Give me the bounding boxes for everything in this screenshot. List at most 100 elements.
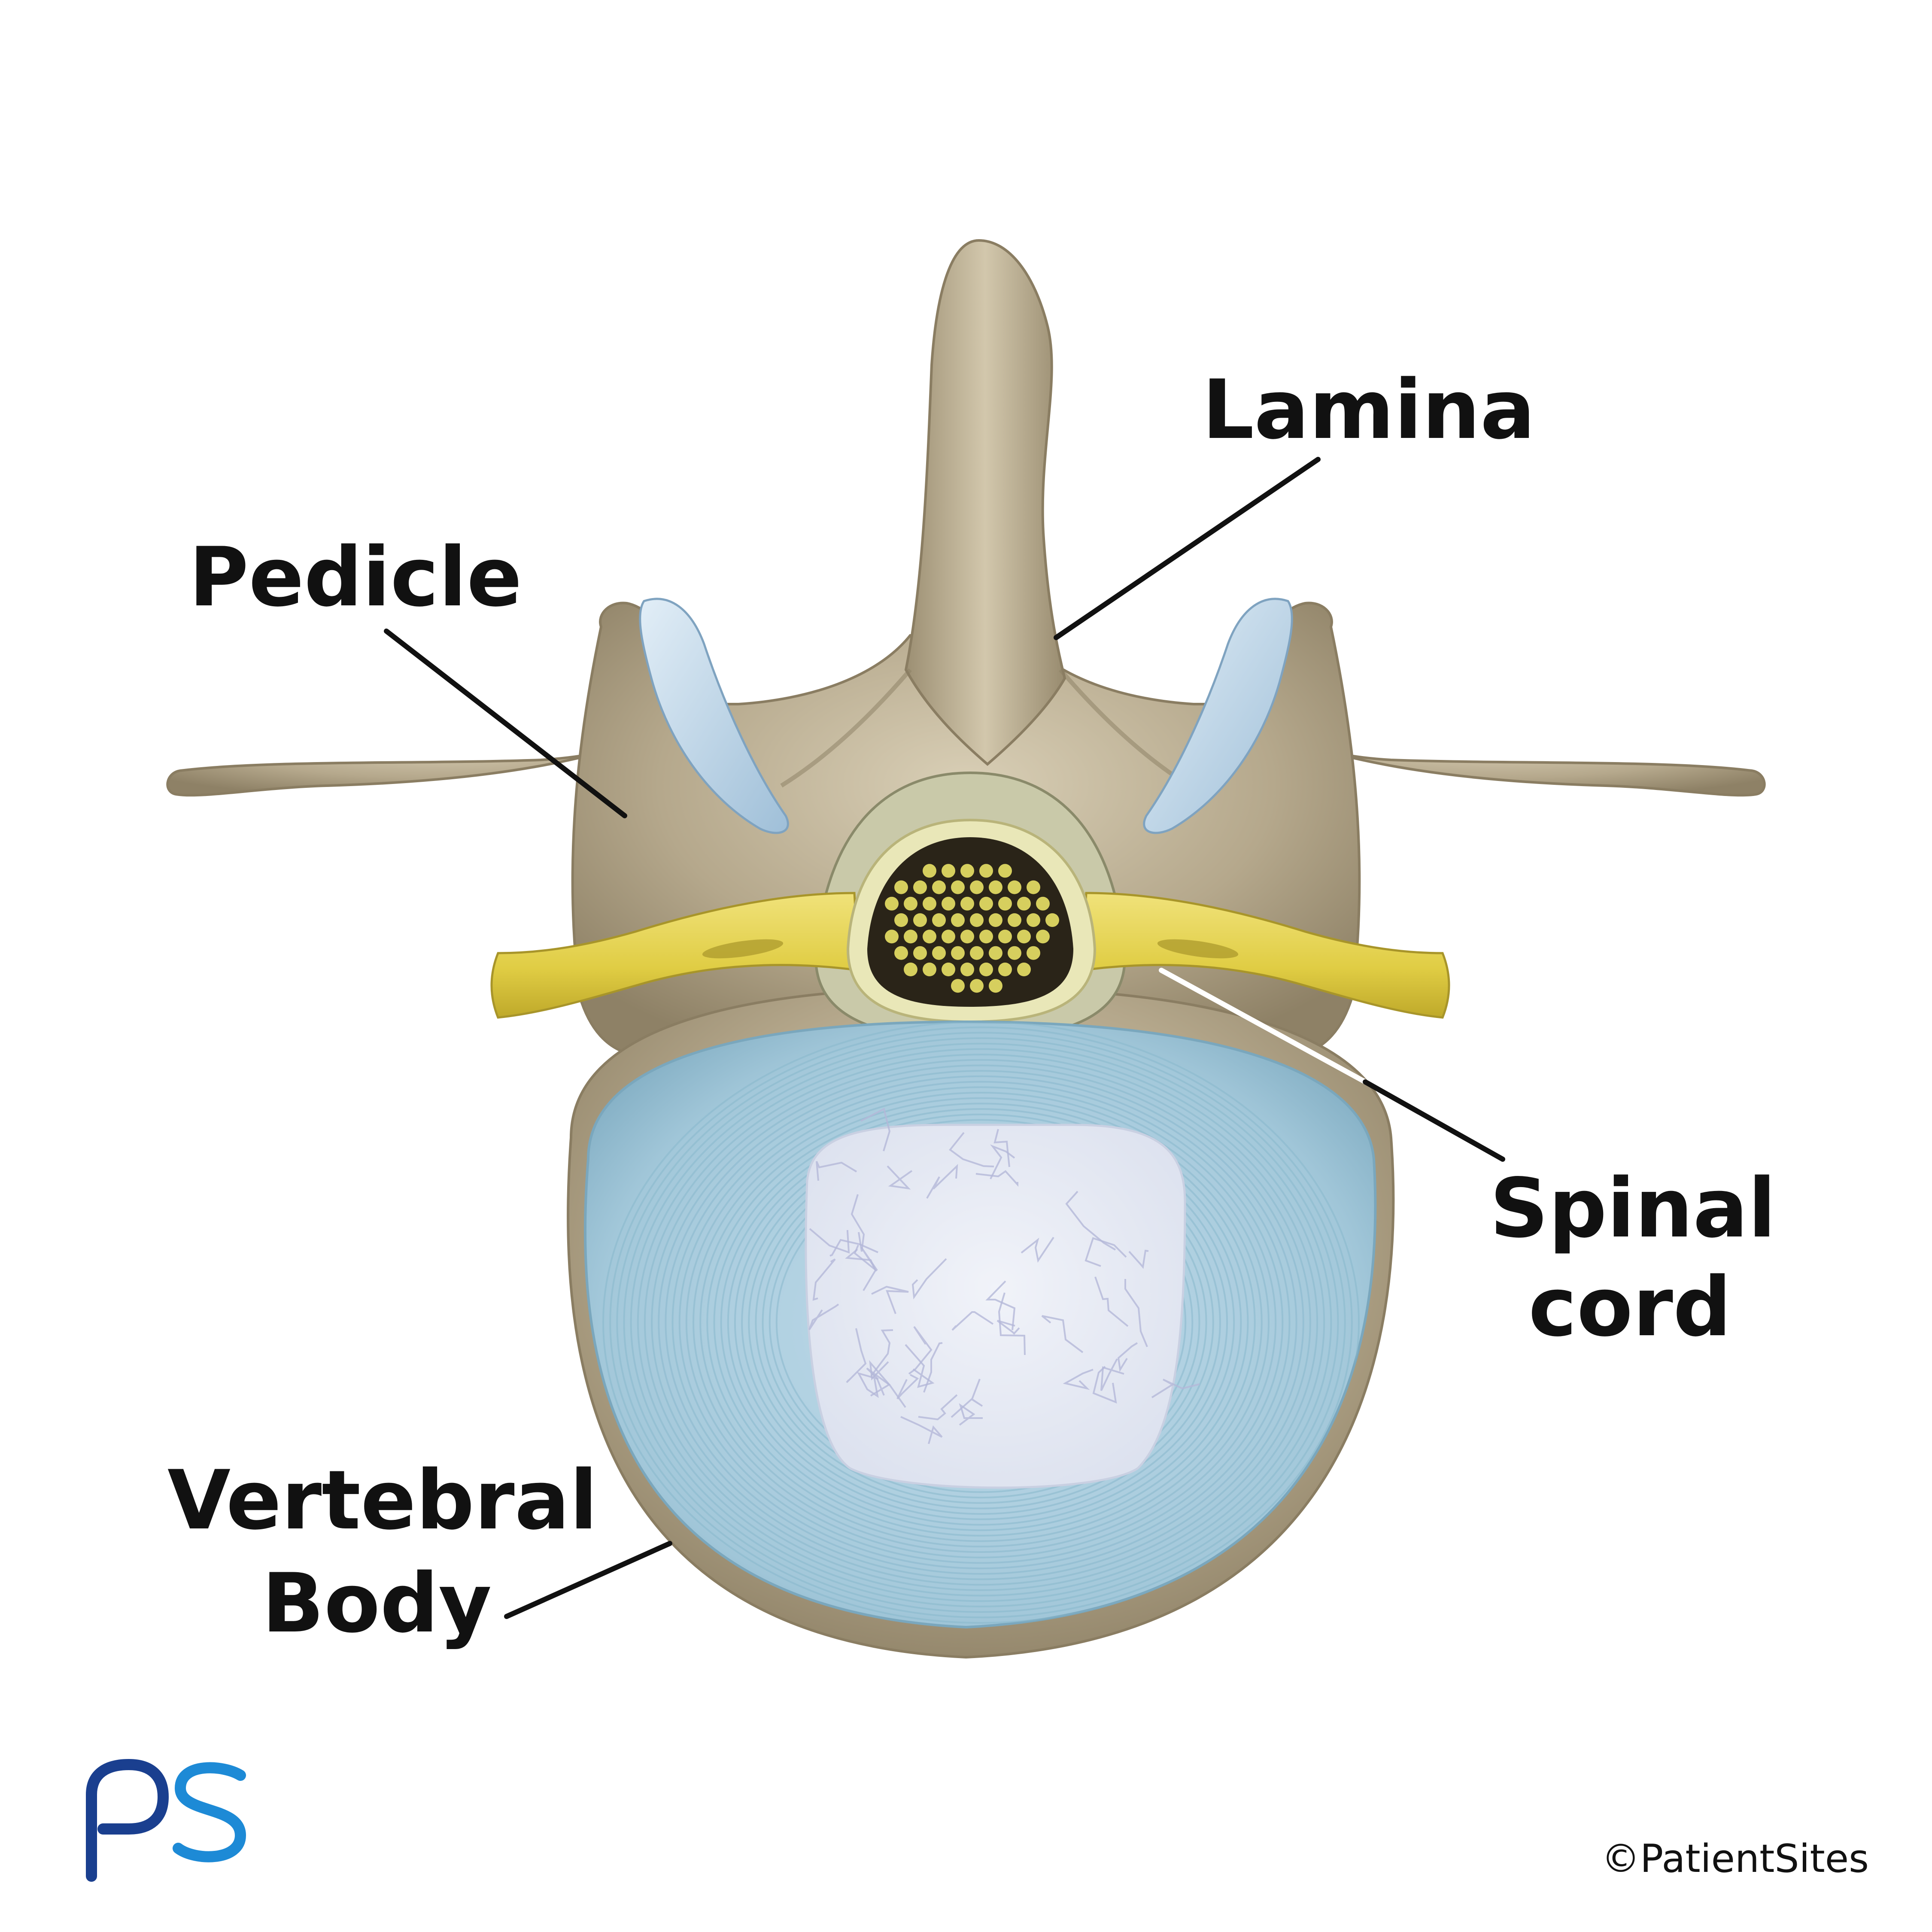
annulus-ring: [720, 1113, 1242, 1531]
nucleus-crack: [1094, 1276, 1129, 1327]
nucleus-crack: [951, 1311, 994, 1331]
nerve-fiber-dot: [885, 896, 899, 911]
left-facet-cartilage: [639, 598, 789, 834]
nucleus-crack: [949, 1132, 994, 1167]
nerve-fiber-dot: [979, 930, 993, 944]
nerve-fiber-dot: [979, 864, 993, 878]
nucleus-crack: [923, 1342, 943, 1393]
annulus-ring: [678, 1081, 1284, 1564]
nucleus-crack: [1100, 1358, 1124, 1391]
nerve-fiber-dot: [998, 930, 1012, 944]
nerve-fiber-dot: [904, 930, 917, 944]
left-nerve-root: [490, 892, 860, 1019]
nerve-fiber-dot: [979, 896, 993, 911]
nucleus-crack: [857, 1372, 879, 1398]
nerve-fiber-dot: [970, 979, 984, 993]
label-pedicle: Pedicle: [189, 530, 522, 625]
nucleus-crack: [816, 1161, 857, 1181]
nerve-fiber-dot: [894, 946, 908, 960]
lamina-leader-line: [1054, 457, 1321, 640]
nerve-fiber-dot: [1045, 913, 1059, 927]
annulus-ring: [693, 1092, 1270, 1553]
nerve-fiber-dot: [1027, 913, 1040, 927]
nucleus-crack: [951, 1379, 983, 1418]
nerve-fiber-dot: [960, 864, 974, 878]
intervertebral-disc: [583, 1020, 1377, 1629]
nucleus-crack: [926, 1163, 958, 1199]
nucleus-crack: [959, 1403, 983, 1426]
nerve-fiber-dot: [1027, 880, 1040, 894]
annulus-ring: [609, 1026, 1353, 1619]
nerve-fiber-dot: [904, 896, 917, 911]
copyright-notice: ©PatientSites: [1601, 1836, 1869, 1881]
nucleus-crack: [975, 1170, 1018, 1187]
nucleus-crack: [908, 1326, 933, 1375]
nucleus-crack: [845, 1249, 877, 1291]
nerve-fiber-dot: [942, 930, 955, 944]
nucleus-pulposus: [805, 1124, 1186, 1489]
nerve-fiber-dot: [932, 880, 946, 894]
nerve-fiber-dot: [913, 913, 927, 927]
label-vertebral-body-line1: Vertebral: [167, 1453, 598, 1548]
nerve-fiber-dot: [970, 880, 984, 894]
nerve-fiber-dot: [960, 930, 974, 944]
nerve-roots: [490, 892, 1450, 1019]
nucleus-crack: [918, 1394, 958, 1421]
logo-p-letter: [86, 1759, 169, 1882]
nerve-fiber-dot: [951, 946, 965, 960]
patientsites-logo: [86, 1759, 246, 1882]
nucleus-crack: [869, 1360, 906, 1408]
nerve-fiber-dot: [913, 946, 927, 960]
nerve-fiber-dot: [923, 864, 936, 878]
annulus-ring: [671, 1075, 1291, 1570]
nucleus-crack: [911, 1258, 947, 1300]
annulus-ring: [658, 1064, 1304, 1580]
nerve-fiber-dot: [1008, 913, 1021, 927]
label-spinal-cord-line2: cord: [1528, 1260, 1732, 1355]
leader-lines: [384, 457, 1505, 1619]
nucleus-crack: [846, 1328, 867, 1383]
annulus-ring: [699, 1097, 1263, 1548]
nucleus-crack: [1151, 1379, 1200, 1398]
nucleus-crack: [993, 1129, 1010, 1167]
nerve-fiber-dot: [1027, 946, 1040, 960]
annulus-ring: [665, 1070, 1297, 1575]
nucleus-crack: [1124, 1279, 1148, 1347]
nerve-fiber-dot: [989, 979, 1002, 993]
annulus-ring: [616, 1032, 1346, 1613]
nucleus-crack: [996, 1320, 1020, 1335]
annulus-ring: [623, 1037, 1339, 1607]
nucleus-crack: [808, 1303, 839, 1331]
nerve-fiber-dots: [885, 864, 1059, 993]
nucleus-crack: [900, 1416, 943, 1444]
annulus-ring: [685, 1086, 1277, 1558]
nucleus-crack: [1063, 1369, 1094, 1390]
nucleus-crack: [860, 1108, 891, 1151]
nerve-fiber-dot: [998, 896, 1012, 911]
nerve-fiber-dot: [1017, 930, 1031, 944]
pedicle-leader-line: [384, 629, 627, 818]
nerve-fiber-dot: [970, 913, 984, 927]
nerve-fiber-dot: [989, 946, 1002, 960]
left-nerve-ganglion-slit: [702, 939, 784, 959]
logo-s-letter: [173, 1762, 246, 1862]
nucleus-texture: [808, 1108, 1200, 1444]
nucleus-crack: [1092, 1366, 1117, 1404]
nucleus-crack: [1021, 1236, 1054, 1263]
nucleus-crack: [870, 1329, 893, 1377]
spinal-cord-leader-line: [1363, 1079, 1505, 1162]
nerve-fiber-dot: [1008, 946, 1021, 960]
nerve-fiber-dot: [894, 880, 908, 894]
nucleus-crack: [1128, 1249, 1149, 1269]
nucleus-crack: [809, 1228, 850, 1254]
nerve-fiber-dot: [913, 880, 927, 894]
nucleus-crack: [905, 1344, 935, 1388]
right-nerve-root: [1081, 892, 1450, 1019]
right-nerve-ganglion-slit: [1157, 939, 1239, 959]
nucleus-crack: [1041, 1315, 1084, 1353]
nerve-fiber-dot: [942, 963, 955, 976]
nerve-fiber-dot: [942, 864, 955, 878]
nucleus-crack: [829, 1239, 878, 1257]
nucleus-crack: [1065, 1191, 1116, 1251]
